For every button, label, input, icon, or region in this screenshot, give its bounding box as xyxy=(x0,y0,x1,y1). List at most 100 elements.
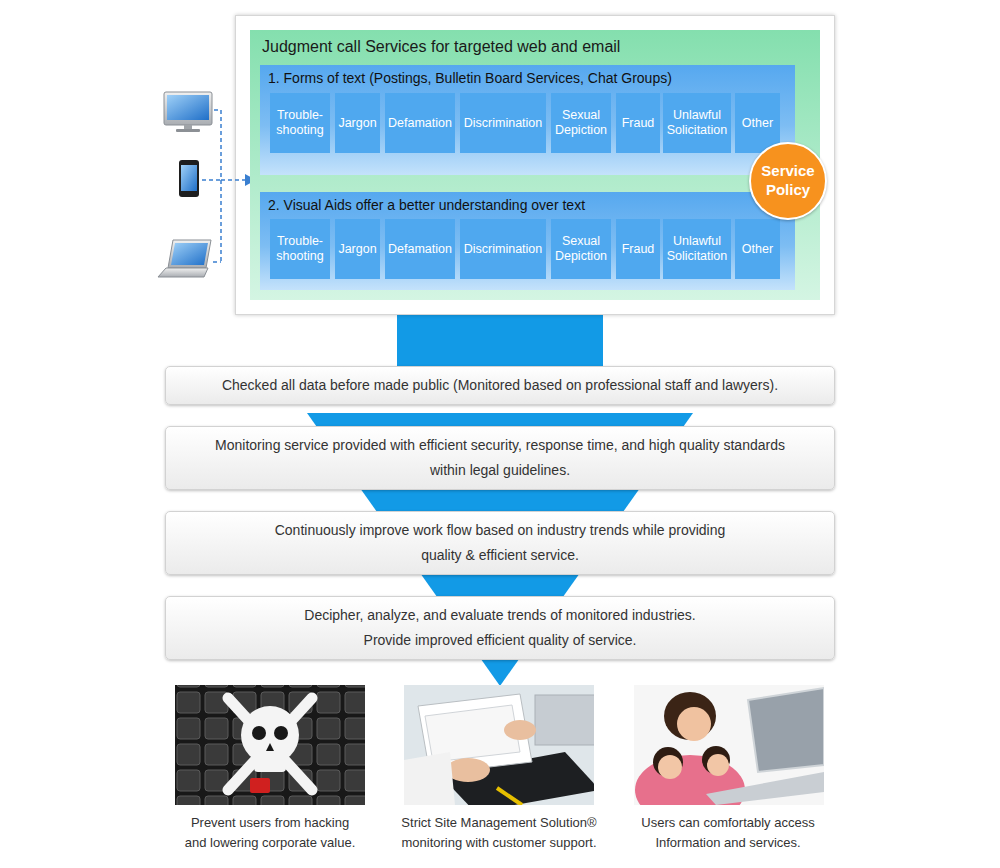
office-photo-part xyxy=(404,685,594,805)
office-photo-part xyxy=(504,720,536,740)
input-arrow-part xyxy=(221,179,246,181)
caption-text: Prevent users from hacking and lowering … xyxy=(181,813,359,853)
category-box: Jargon xyxy=(335,219,380,279)
process-bar: Continuously improve work flow based on … xyxy=(165,511,835,575)
funnel-connector xyxy=(422,575,579,596)
node-text: Unlawful Solicitation xyxy=(666,108,728,138)
policy-circle: Service Policy xyxy=(749,142,827,220)
category-band: 1. Forms of text (Postings, Bulletin Boa… xyxy=(260,65,795,175)
category-box: Fraud xyxy=(616,93,660,153)
caption-text: Users can comfortably access Information… xyxy=(628,813,828,853)
hacker-photo-part xyxy=(175,685,365,805)
office-photo-part xyxy=(404,752,455,805)
node-text: Defamation xyxy=(388,242,452,257)
node-text: Judgment call Services for targeted web … xyxy=(262,38,808,56)
node-text: Discrimination xyxy=(464,242,543,257)
input-arrow-part xyxy=(202,179,221,181)
phone-icon xyxy=(179,160,199,197)
family-photo-part xyxy=(635,755,745,805)
category-box: Defamation xyxy=(385,219,455,279)
node-text: Defamation xyxy=(388,116,452,131)
monitor-icon-part xyxy=(167,95,209,120)
hacker-photo-part xyxy=(266,743,274,751)
node-text: Jargon xyxy=(338,242,376,257)
family-photo-part xyxy=(706,772,824,805)
category-box: Other xyxy=(735,219,780,279)
office-photo-part xyxy=(418,694,532,774)
office-photo-part xyxy=(425,705,520,762)
monitor-icon-part xyxy=(176,129,200,132)
category-box: Sexual Depiction xyxy=(551,93,611,153)
category-box: Trouble-shooting xyxy=(270,219,330,279)
node-text: Other xyxy=(742,116,773,131)
hacker-photo xyxy=(175,685,365,805)
family-photo-part xyxy=(677,707,711,741)
laptop-icon-part xyxy=(171,243,208,265)
funnel-segment xyxy=(361,490,638,511)
process-bar: Decipher, analyze, and evaluate trends o… xyxy=(165,596,835,660)
hacker-photo-part xyxy=(250,778,270,793)
family-photo-part xyxy=(634,685,824,805)
funnel-segment xyxy=(422,575,579,596)
input-arrow-part xyxy=(214,109,221,111)
node-text: Other xyxy=(742,242,773,257)
category-box: Defamation xyxy=(385,93,455,153)
node-text: Fraud xyxy=(622,116,655,131)
hacker-photo-part xyxy=(254,752,286,772)
node-text: Discrimination xyxy=(464,116,543,131)
category-box: Unlawful Solicitation xyxy=(663,93,731,153)
input-arrow-part xyxy=(213,261,221,263)
family-photo-part xyxy=(658,755,682,779)
caption-text: Strict Site Management Solution® monitor… xyxy=(399,813,599,853)
node-text: Sexual Depiction xyxy=(554,108,608,138)
node-text: Trouble-shooting xyxy=(273,234,327,264)
node-text: Unlawful Solicitation xyxy=(666,234,728,264)
office-photo-part xyxy=(446,758,490,782)
node-text: Trouble-shooting xyxy=(273,108,327,138)
funnel-tip xyxy=(482,660,519,686)
phone-icon-part xyxy=(181,165,197,191)
input-arrow-part xyxy=(220,110,222,262)
input-arrow xyxy=(202,110,246,262)
node-text: Decipher, analyze, and evaluate trends o… xyxy=(280,603,720,653)
category-box: Fraud xyxy=(616,219,660,279)
hacker-photo-part xyxy=(252,726,266,740)
family-photo-part xyxy=(653,747,683,777)
category-band: 2. Visual Aids offer a better understand… xyxy=(260,192,795,290)
hacker-photo-part xyxy=(228,698,312,790)
family-photo-part xyxy=(707,754,729,776)
family-photo-part xyxy=(748,688,824,772)
node-text: Checked all data before made public (Mon… xyxy=(222,373,778,398)
funnel-segment xyxy=(307,413,693,426)
category-box: Discrimination xyxy=(460,93,546,153)
service-panel: Judgment call Services for targeted web … xyxy=(250,30,820,300)
hacker-photo-part xyxy=(241,706,299,764)
process-bar: Monitoring service provided with efficie… xyxy=(165,426,835,490)
laptop-icon xyxy=(158,240,211,277)
category-box: Jargon xyxy=(335,93,380,153)
node-text: Fraud xyxy=(622,242,655,257)
office-photo-part xyxy=(440,752,594,805)
process-bar: Checked all data before made public (Mon… xyxy=(165,366,835,405)
category-box: Discrimination xyxy=(460,219,546,279)
office-photo-part xyxy=(497,788,522,805)
phone-icon-part xyxy=(179,160,199,197)
category-box: Trouble-shooting xyxy=(270,93,330,153)
laptop-icon-part xyxy=(168,240,211,268)
node-text: 2. Visual Aids offer a better understand… xyxy=(268,197,787,213)
monitor-icon-part xyxy=(184,125,192,130)
category-box: Sexual Depiction xyxy=(551,219,611,279)
funnel-connector xyxy=(307,413,693,426)
family-photo-part xyxy=(702,746,730,774)
node-text: Service Policy xyxy=(755,162,821,200)
node-text: Sexual Depiction xyxy=(554,234,608,264)
monitor-icon-part xyxy=(164,92,212,125)
funnel-connector xyxy=(361,490,638,511)
category-box: Unlawful Solicitation xyxy=(663,219,731,279)
laptop-icon-part xyxy=(158,268,208,277)
node-text: Continuously improve work flow based on … xyxy=(255,518,745,568)
node-text: Monitoring service provided with efficie… xyxy=(198,433,803,483)
office-photo xyxy=(404,685,594,805)
monitor-icon xyxy=(164,92,212,132)
